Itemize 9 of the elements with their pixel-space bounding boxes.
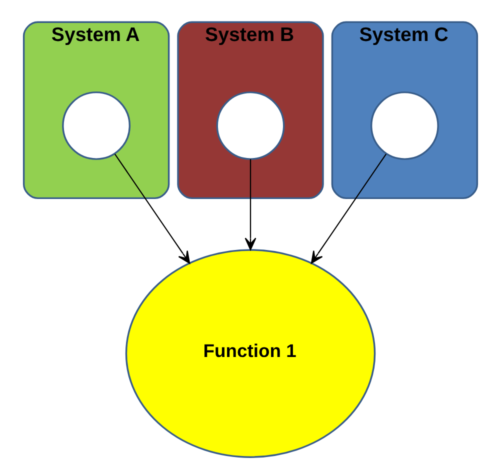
- arrow: [244, 159, 256, 250]
- node-circle: [62, 91, 130, 160]
- node-circle: [370, 91, 438, 160]
- node-circle: [216, 91, 284, 160]
- cluster: System A: [22, 21, 170, 200]
- arrow: [114, 154, 190, 264]
- cluster: System B: [176, 21, 324, 200]
- cluster: System C: [330, 21, 478, 200]
- arrow: [310, 154, 386, 264]
